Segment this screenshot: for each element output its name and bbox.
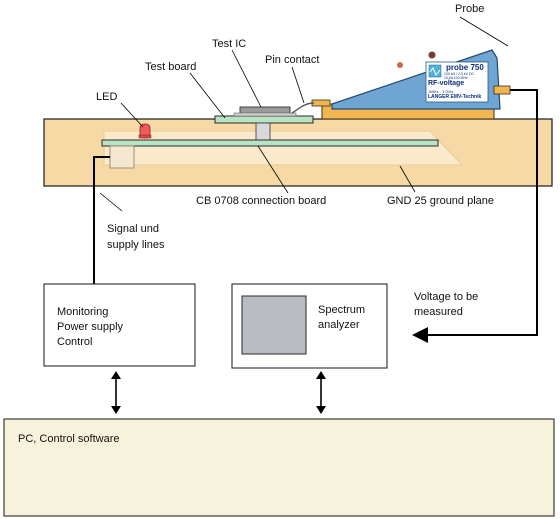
label-signal-lines-2: supply lines: [107, 239, 165, 251]
label-led: LED: [96, 91, 118, 103]
pin-contact: [291, 102, 315, 114]
probe-model: probe 750: [446, 63, 484, 72]
label-voltage-1: Voltage to be: [414, 291, 479, 303]
monitoring-pc-arrow: [111, 371, 121, 414]
ground-plane-tray: [103, 130, 464, 166]
test-board: [214, 115, 314, 124]
probe-title: RF-voltage: [428, 80, 465, 87]
probe: [311, 49, 511, 120]
spectrum-line-2: analyzer: [318, 319, 360, 331]
probe-logo-icon: [428, 64, 442, 78]
pc-box-text: PC, Control software: [18, 433, 120, 445]
spectrum-box-text: Spectrum analyzer: [318, 303, 365, 333]
monitoring-line-2: Power supply: [57, 321, 124, 333]
analyzer-pc-arrow: [316, 371, 326, 414]
leader-led: [120, 102, 144, 128]
probe-connector: [493, 85, 511, 95]
label-cb-board: CB 0708 connection board: [196, 195, 327, 207]
led: [138, 123, 152, 139]
probe-maker: LANGER EMV-Technik: [428, 94, 482, 100]
probe-spec-2: 10-bit 100 MHz: [444, 76, 468, 80]
voltage-cable: [412, 89, 538, 343]
label-voltage-2: measured: [414, 306, 463, 318]
label-probe: Probe: [455, 3, 485, 15]
monitoring-box: [43, 283, 196, 367]
test-ic-pins: [233, 112, 297, 117]
spectrum-analyzer-screen: [241, 295, 307, 355]
pc-box: [3, 418, 555, 517]
probe-range: 1MHz - 1 GHz: [428, 89, 454, 94]
leader-test-ic: [231, 49, 262, 108]
probe-knob: [428, 51, 436, 59]
monitoring-line-3: Control: [57, 336, 93, 348]
monitoring-box-text: Monitoring Power supply Control: [57, 305, 123, 350]
label-test-ic: Test IC: [212, 38, 247, 50]
label-pin-contact: Pin contact: [265, 54, 320, 66]
label-signal-lines-1: Signal und: [107, 223, 159, 235]
leader-cb-board: [257, 145, 289, 194]
leader-probe: [459, 16, 509, 47]
label-test-board: Test board: [145, 61, 197, 73]
board-connector: [255, 122, 271, 142]
signal-supply-line: [93, 156, 110, 284]
spectrum-line-1: Spectrum: [318, 304, 366, 316]
leader-test-board: [189, 72, 226, 119]
leader-signal-lines: [99, 192, 123, 212]
label-gnd-plane: GND 25 ground plane: [387, 195, 495, 207]
probe-tip: [311, 99, 331, 107]
connector-block: [109, 145, 135, 169]
cb-connection-board: [101, 139, 439, 147]
probe-knob: [397, 62, 403, 68]
leader-gnd-plane: [399, 165, 416, 193]
leader-pin-contact: [291, 66, 305, 104]
probe-spec-1: 100 kΩ / 2.5 kV DC: [444, 72, 475, 76]
monitoring-line-1: Monitoring: [57, 306, 109, 318]
